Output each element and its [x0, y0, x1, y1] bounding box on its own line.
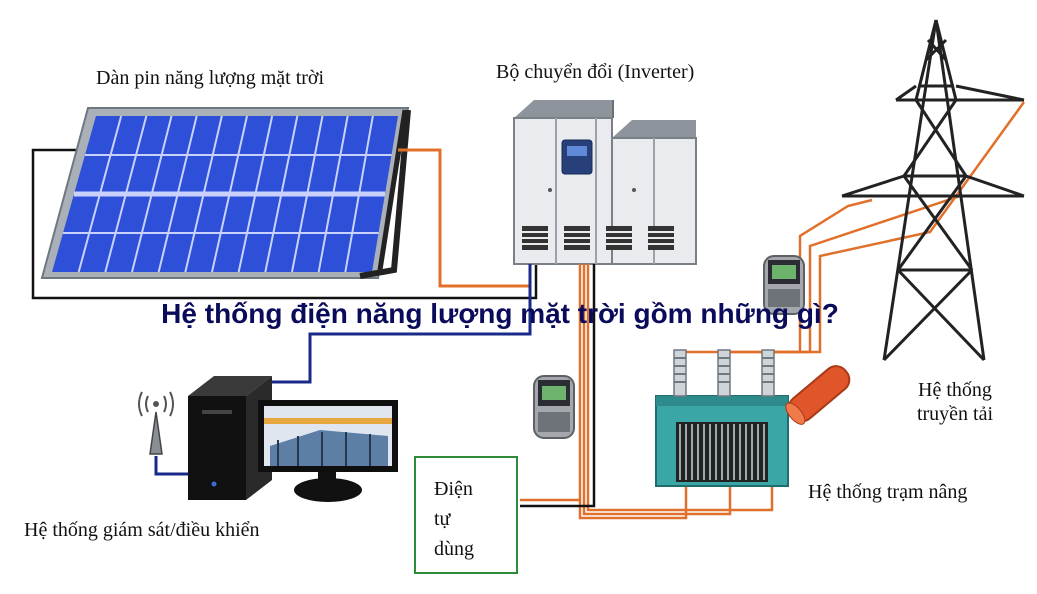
- transmission-tower: [841, 19, 1025, 362]
- transmission-label: Hệ thống truyền tải: [900, 378, 1010, 426]
- step-up-transformer: [655, 349, 851, 487]
- inverter-label: Bộ chuyển đổi (Inverter): [496, 61, 695, 83]
- self-use-line1: Điện: [434, 478, 473, 500]
- transmission-label-line2: truyền tải: [916, 403, 994, 425]
- transmission-label-line1: Hệ thống: [918, 379, 992, 401]
- dc-wire: [31, 148, 538, 300]
- self-use-line3: dùng: [434, 538, 474, 560]
- self-use-power-box: Điện tự dùng: [414, 456, 518, 574]
- solar-panel-array: [40, 107, 411, 279]
- meter-device-1: [533, 375, 575, 439]
- monitoring-computer: [154, 264, 532, 502]
- self-use-line2: tự: [434, 508, 451, 530]
- inverter-cabinet: [513, 100, 697, 265]
- dc-cable-orange: [398, 148, 532, 288]
- signal-cable: [272, 264, 532, 384]
- black-ac-line: [520, 264, 596, 508]
- monitoring-label: Hệ thống giám sát/điều khiển: [24, 519, 260, 541]
- meter-device-2: [763, 255, 805, 315]
- step-up-station-label: Hệ thống trạm nâng: [808, 481, 968, 503]
- antenna-icon: [138, 391, 174, 455]
- page-title: Hệ thống điện năng lượng mặt trời gồm nh…: [161, 298, 839, 329]
- solar-panel-label: Dàn pin năng lượng mặt trời: [96, 67, 325, 89]
